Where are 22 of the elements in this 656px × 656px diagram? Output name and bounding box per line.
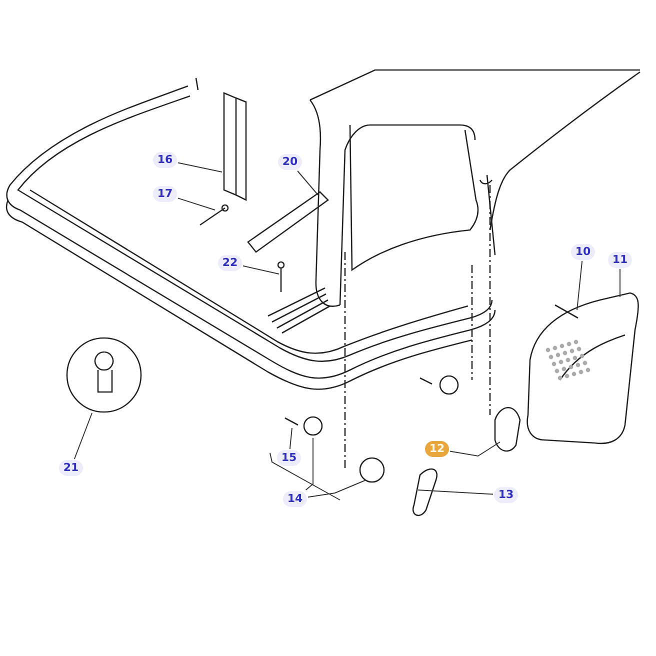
- callout-number: 12: [425, 441, 449, 457]
- callout-number: 10: [571, 244, 595, 260]
- leader-line: [74, 412, 92, 460]
- callout-number: 16: [153, 152, 177, 168]
- leader-line: [308, 480, 366, 498]
- leader-line: [289, 428, 292, 450]
- leader-line: [242, 265, 280, 274]
- leader-line: [305, 438, 314, 490]
- callout-number: 14: [283, 491, 307, 507]
- callout-number: 15: [277, 450, 301, 466]
- leader-line: [178, 162, 222, 172]
- callout-number: 17: [153, 186, 177, 202]
- callout-number: 13: [494, 487, 518, 503]
- callout-number: 21: [59, 460, 83, 476]
- leader-line: [418, 490, 494, 495]
- leader-line: [450, 442, 500, 457]
- callout-number: 11: [608, 252, 632, 268]
- leader-line: [297, 170, 318, 196]
- leader-line: [178, 198, 216, 210]
- callout-number: 22: [218, 255, 242, 271]
- callout-number: 20: [278, 154, 302, 170]
- leader-line: [576, 260, 583, 310]
